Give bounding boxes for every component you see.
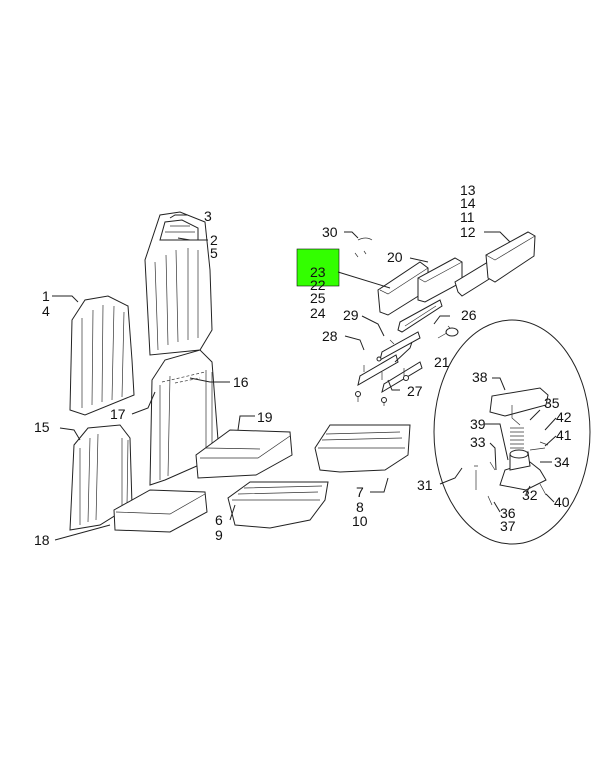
label-24: 24	[310, 305, 326, 321]
label-38: 38	[472, 369, 488, 385]
label-6: 6	[215, 512, 223, 528]
label-13: 13	[460, 182, 476, 198]
label-29: 29	[343, 307, 359, 323]
label-18: 18	[34, 532, 50, 548]
label-34: 34	[554, 454, 570, 470]
label-21: 21	[434, 354, 450, 370]
seat-cushion-18	[113, 489, 208, 533]
highlight-box[interactable]	[296, 248, 340, 287]
label-41: 41	[556, 427, 572, 443]
label-20: 20	[387, 249, 403, 265]
label-14: 14	[460, 195, 476, 211]
leader-lines	[52, 214, 557, 541]
label-22: 22	[310, 277, 326, 293]
label-26: 26	[461, 307, 477, 323]
label-8: 8	[356, 499, 364, 515]
callout-labels: 1 4 3 2 5 15 16 17 18 19 6 9 7 8 10 20 2…	[34, 182, 572, 548]
label-9: 9	[215, 527, 223, 543]
rail-assembly	[354, 231, 536, 406]
label-27: 27	[407, 383, 423, 399]
label-37: 37	[500, 518, 516, 534]
label-33: 33	[470, 434, 486, 450]
label-35: 35	[544, 395, 560, 411]
seat-back-lower-left	[69, 424, 133, 531]
label-17: 17	[110, 406, 126, 422]
label-10: 10	[352, 513, 368, 529]
label-5: 5	[210, 245, 218, 261]
label-36: 36	[500, 505, 516, 521]
label-19: 19	[257, 409, 273, 425]
seat-back-left	[69, 295, 135, 416]
label-1: 1	[42, 288, 50, 304]
label-12: 12	[460, 224, 476, 240]
label-28: 28	[322, 328, 338, 344]
seat-back-upper-right	[144, 211, 213, 356]
label-3: 3	[204, 208, 212, 224]
label-42: 42	[556, 409, 572, 425]
label-25: 25	[310, 290, 326, 306]
label-31: 31	[417, 477, 433, 493]
seat-cushion-7	[314, 424, 411, 473]
label-11: 11	[460, 209, 475, 225]
label-4: 4	[42, 303, 50, 319]
swivel-detail	[433, 319, 591, 545]
seat-cushion-6	[227, 481, 329, 529]
label-7: 7	[356, 484, 364, 500]
label-2: 2	[210, 232, 218, 248]
label-40: 40	[554, 494, 570, 510]
label-23[interactable]: 23	[310, 264, 326, 280]
seat-cushion-19	[195, 429, 293, 479]
label-15: 15	[34, 419, 50, 435]
label-32: 32	[522, 487, 538, 503]
label-16: 16	[233, 374, 249, 390]
label-39: 39	[470, 416, 486, 432]
label-30: 30	[322, 224, 338, 240]
